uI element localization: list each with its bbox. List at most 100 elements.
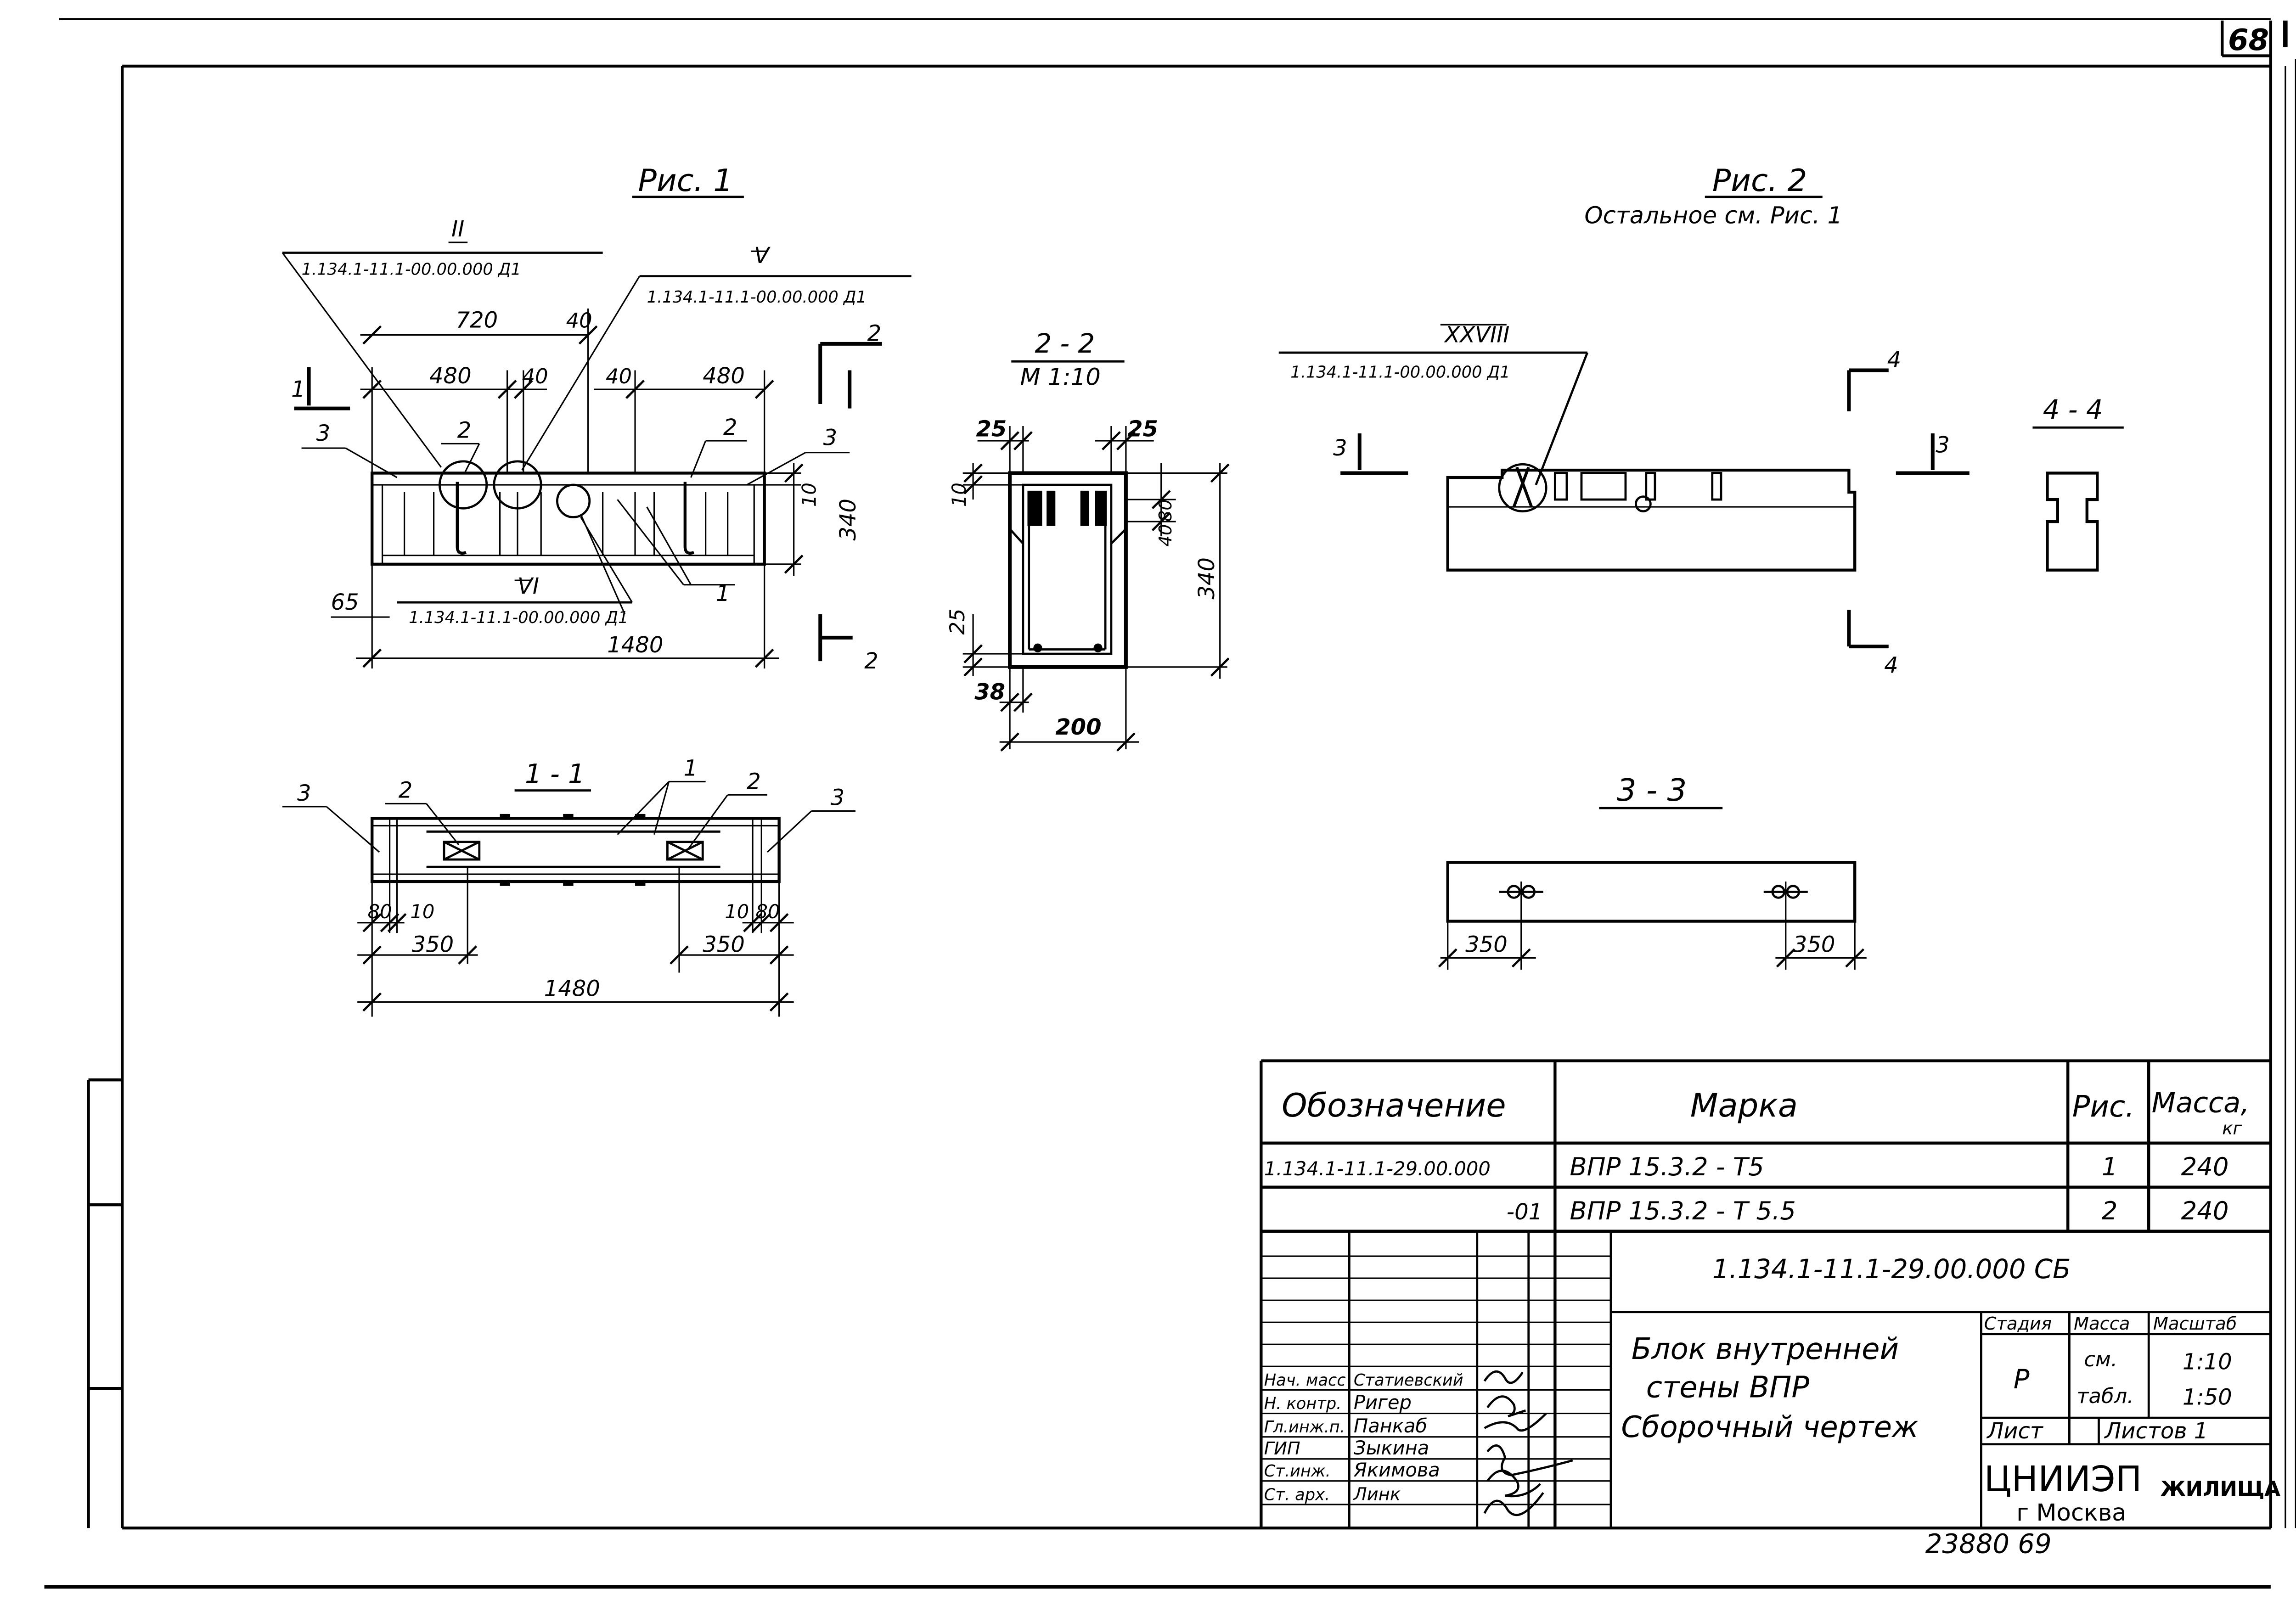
fig2-title: Рис. 2	[1712, 163, 1807, 198]
stamp-org-name: ЦНИИЭП	[1984, 1459, 2142, 1500]
sec11-mark-1: 1	[684, 756, 698, 781]
stamp-sheets-label: Листов 1	[2104, 1418, 2208, 1444]
fig2-section-3-right: 3	[1936, 432, 1950, 458]
stamp-people: Нач. масс Статиевский Н. контр. Ригер Гл…	[1264, 1371, 1463, 1505]
spec-row2-mark: ВПР 15.3.2 - Т 5.5	[1570, 1196, 1796, 1225]
bottom-code: 23880 69	[1925, 1529, 2052, 1560]
fig1-callout-vi-ref: 1.134.1-11.1-00.00.000 Д1	[409, 608, 628, 627]
stamp-role: Ст.инж.	[1264, 1462, 1331, 1481]
spec-row1-mass: 240	[2181, 1152, 2229, 1181]
fig1-dim-10: 10	[798, 483, 821, 507]
sec11-mark-3-left: 3	[297, 780, 311, 806]
sec11-dim-10-left: 10	[410, 900, 434, 923]
stamp-role: Ст. арх.	[1264, 1485, 1330, 1504]
sec22-dim-340: 340	[1194, 557, 1220, 600]
sec22-scale: М 1:10	[1020, 363, 1100, 391]
sec22-dim-10: 10	[948, 483, 970, 507]
spec-row: -01 ВПР 15.3.2 - Т 5.5 2 240	[1507, 1196, 2229, 1225]
stamp-name: Панкаб	[1354, 1415, 1427, 1437]
fig1-dim-40-top: 40	[566, 309, 592, 333]
sec11-mark-2-right: 2	[747, 769, 761, 794]
fig1-callout-v-num: V	[754, 243, 771, 269]
spec-row1-designation: 1.134.1-11.1-29.00.000	[1264, 1157, 1491, 1180]
spec-row2-mass: 240	[2181, 1196, 2229, 1225]
sec11-mark-3-right: 3	[831, 785, 845, 811]
fig2-section-3-left: 3	[1333, 435, 1347, 461]
fig1-mark-2-right: 2	[723, 415, 737, 440]
sec22-dim-80: 80	[1155, 499, 1176, 522]
sec33-dim-350-right: 350	[1793, 932, 1835, 958]
section-3-3: 3 - 3 350 350	[1438, 772, 1867, 970]
stamp-stage: Р	[2014, 1364, 2030, 1395]
fig1-mark-2-left: 2	[457, 418, 472, 444]
stamp-role: Нач. масс	[1264, 1371, 1346, 1390]
spec-row: 1.134.1-11.1-29.00.000 ВПР 15.3.2 - Т5 1…	[1264, 1152, 2229, 1181]
stamp-title-line1: Блок внутренней	[1632, 1332, 1899, 1366]
stamp-mass-value2: табл.	[2077, 1384, 2133, 1408]
fig1-callout-vi-num: VI	[518, 573, 539, 599]
spec-header-designation: Обозначение	[1282, 1087, 1506, 1124]
fig2-callout-ref: 1.134.1-11.1-00.00.000 Д1	[1290, 363, 1510, 382]
stamp-doc-code: 1.134.1-11.1-29.00.000 СБ	[1712, 1254, 2071, 1285]
fig1-section-1: 1	[291, 376, 305, 402]
fig2-callout-num: XXVIII	[1443, 322, 1509, 348]
sec11-dim-10-right: 10	[725, 900, 749, 923]
fig2-section-4-bottom: 4	[1884, 653, 1898, 679]
sec11-dim-80-left: 80	[368, 900, 392, 923]
spec-row1-fig: 1	[2102, 1152, 2118, 1181]
spec-row2-fig: 2	[2102, 1196, 2118, 1225]
fig1-dim-40-mid: 40	[522, 364, 548, 388]
spec-header-mass-unit: кг	[2222, 1118, 2242, 1139]
spec-row2-designation: -01	[1507, 1199, 1542, 1225]
fig1-dim-340: 340	[835, 499, 861, 541]
fig1-dim-480-right: 480	[703, 363, 745, 389]
stamp-name: Статиевский	[1354, 1371, 1463, 1390]
fig1-callout-ii-num: II	[451, 216, 464, 242]
fig1-mark-3-right: 3	[823, 425, 838, 451]
sec11-dim-80-right: 80	[755, 900, 780, 923]
stamp-name: Ригер	[1354, 1391, 1412, 1414]
fig1-title: Рис. 1	[638, 163, 733, 198]
stamp-role: ГИП	[1264, 1438, 1300, 1459]
sec11-mark-2-left: 2	[399, 778, 413, 803]
spec-header-mass: Масса,	[2152, 1087, 2250, 1119]
stamp-name: Якимова	[1353, 1459, 1440, 1481]
sec11-dim-1480: 1480	[544, 976, 600, 1002]
fig1-dim-1480: 1480	[607, 632, 663, 658]
section-4-4: 4 - 4	[2032, 394, 2124, 572]
sec11-title: 1 - 1	[525, 759, 585, 790]
fig1-dim-480-left: 480	[429, 363, 472, 389]
sec22-dim-25-left: 25	[976, 416, 1007, 442]
stamp-org-city: г Москва	[2016, 1499, 2126, 1527]
stamp-mass-value1: см.	[2084, 1347, 2117, 1371]
sec22-dim-38: 38	[974, 679, 1005, 705]
sec22-dim-25-right: 25	[1127, 416, 1158, 442]
section-2-2: 2 - 2 М 1:10	[945, 328, 1230, 752]
stamp-sheet-label: Лист	[1986, 1418, 2044, 1444]
fig2-section-4-top: 4	[1887, 347, 1902, 373]
section-1-1: 1 - 1 3 2 1	[282, 756, 856, 1017]
stamp-role: Н. контр.	[1264, 1394, 1342, 1413]
stamp-title-line3: Сборочный чертеж	[1621, 1410, 1919, 1444]
signatures	[1483, 1370, 1573, 1516]
spec-header-fig: Рис.	[2072, 1090, 2135, 1124]
spec-row1-mark: ВПР 15.3.2 - Т5	[1570, 1152, 1764, 1181]
fig1-elevation: Рис. 1 II 1.134.1-11.1-00.00.000 Д1 V 1.…	[281, 163, 912, 674]
title-block: 1.134.1-11.1-29.00.000 СБ Нач. масс Стат…	[1261, 1231, 2280, 1528]
page-number: 68	[2228, 23, 2269, 57]
stamp-name: Зыкина	[1354, 1437, 1429, 1459]
stamp-scale2: 1:50	[2183, 1384, 2232, 1410]
fig1-mark-3-left: 3	[316, 421, 331, 446]
sec33-title: 3 - 3	[1617, 772, 1687, 808]
fig1-callout-v-ref: 1.134.1-11.1-00.00.000 Д1	[647, 288, 867, 307]
fig1-dim-65: 65	[331, 589, 359, 615]
stamp-title-line2: стены ВПР	[1646, 1370, 1810, 1404]
stamp-org-name2: ЖИЛИЩА	[2161, 1476, 2280, 1501]
fig1-dim-40-right: 40	[606, 364, 632, 388]
fig1-section-2-top: 2	[867, 320, 882, 346]
fig2-subtitle: Остальное см. Рис. 1	[1584, 202, 1842, 229]
fig2-elevation: Рис. 2 Остальное см. Рис. 1 XXVIII 1.134…	[1278, 163, 1970, 679]
sec22-title: 2 - 2	[1035, 328, 1095, 359]
stamp-mass-label: Масса	[2074, 1314, 2130, 1334]
